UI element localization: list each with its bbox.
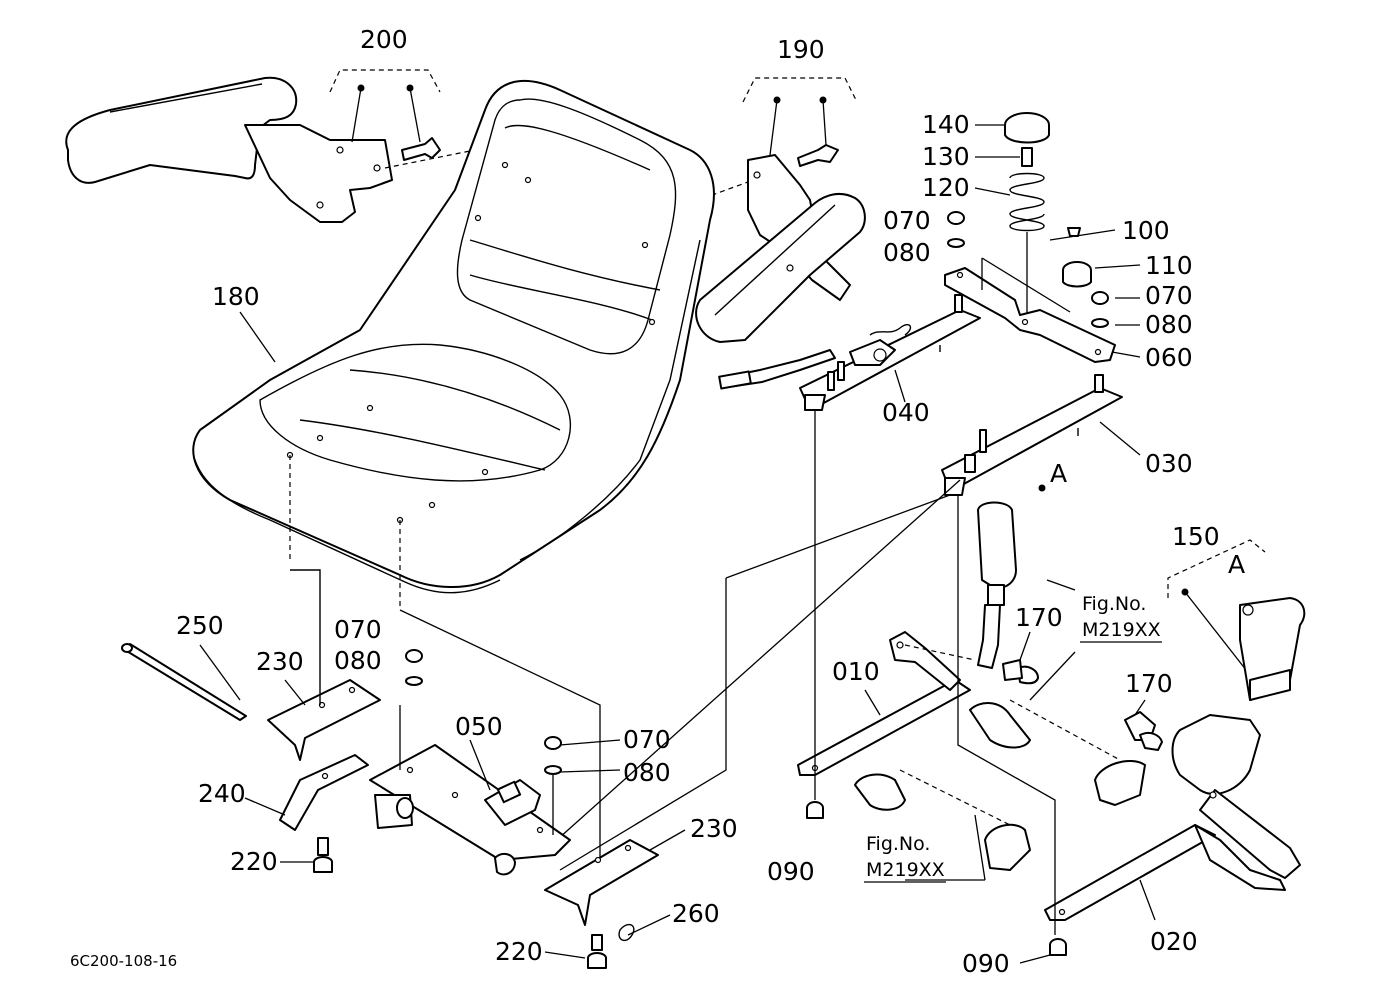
fig-ref-1-code: M219XX (1082, 619, 1161, 641)
label-070-d: 070 (623, 725, 671, 754)
label-230-right: 230 (690, 814, 738, 843)
label-050: 050 (455, 712, 503, 741)
label-090-b: 090 (962, 949, 1010, 978)
callout-labels: 200 190 140 130 120 070 080 100 110 070 … (70, 25, 1245, 978)
label-170-b: 170 (1125, 669, 1173, 698)
seat-cushion (192, 79, 715, 610)
label-120: 120 (922, 173, 970, 202)
label-060: 060 (1145, 343, 1193, 372)
fig-ref-2-code: M219XX (866, 859, 945, 881)
slide-rail-030 (941, 374, 1123, 496)
lower-vertical-leads (539, 410, 1067, 956)
label-080-b: 080 (1145, 310, 1193, 339)
label-100: 100 (1122, 216, 1170, 245)
label-180: 180 (212, 282, 260, 311)
label-250: 250 (176, 611, 224, 640)
slide-rail-040 (718, 294, 981, 411)
label-130: 130 (922, 142, 970, 171)
label-140: 140 (922, 110, 970, 139)
fig-ref-1-title: Fig.No. (1082, 593, 1146, 615)
pivot-pin-250 (121, 643, 247, 721)
drawing-code: 6C200-108-16 (70, 952, 177, 970)
frame-010 (797, 631, 976, 776)
label-A-buckle: A (1050, 459, 1067, 488)
label-150: 150 (1172, 522, 1220, 551)
bracket-240 (279, 754, 369, 873)
bracket-230-left (267, 569, 381, 761)
label-070-c: 070 (334, 615, 382, 644)
right-armrest (695, 144, 866, 343)
leader-lines (199, 124, 1156, 964)
label-010: 010 (832, 657, 880, 686)
label-080-c: 080 (334, 646, 382, 675)
label-090-a: 090 (767, 857, 815, 886)
label-020: 020 (1150, 927, 1198, 956)
left-armrest (65, 76, 441, 223)
pivot-shafts (854, 659, 1163, 871)
label-A-retractor: A (1228, 550, 1245, 579)
bracket-230-right (544, 839, 659, 969)
label-190: 190 (777, 35, 825, 64)
label-240: 240 (198, 779, 246, 808)
label-170-a: 170 (1015, 603, 1063, 632)
seatbelt-buckle (977, 484, 1046, 669)
label-080-a: 080 (883, 238, 931, 267)
base-plate-050 (369, 609, 601, 876)
label-040: 040 (882, 398, 930, 427)
label-220-a: 220 (230, 847, 278, 876)
label-260: 260 (672, 899, 720, 928)
label-200: 200 (360, 25, 408, 54)
spring-assembly (947, 112, 1109, 330)
seatbelt-retractor (1167, 539, 1306, 879)
label-080-d: 080 (623, 758, 671, 787)
label-110: 110 (1145, 251, 1193, 280)
label-030: 030 (1145, 449, 1193, 478)
label-230-left: 230 (256, 647, 304, 676)
label-070-b: 070 (1145, 281, 1193, 310)
fig-ref-2-title: Fig.No. (866, 833, 930, 855)
label-220-b: 220 (495, 937, 543, 966)
label-070-a: 070 (883, 206, 931, 235)
frame-020 (1044, 824, 1286, 921)
bracket-060 (944, 257, 1116, 363)
